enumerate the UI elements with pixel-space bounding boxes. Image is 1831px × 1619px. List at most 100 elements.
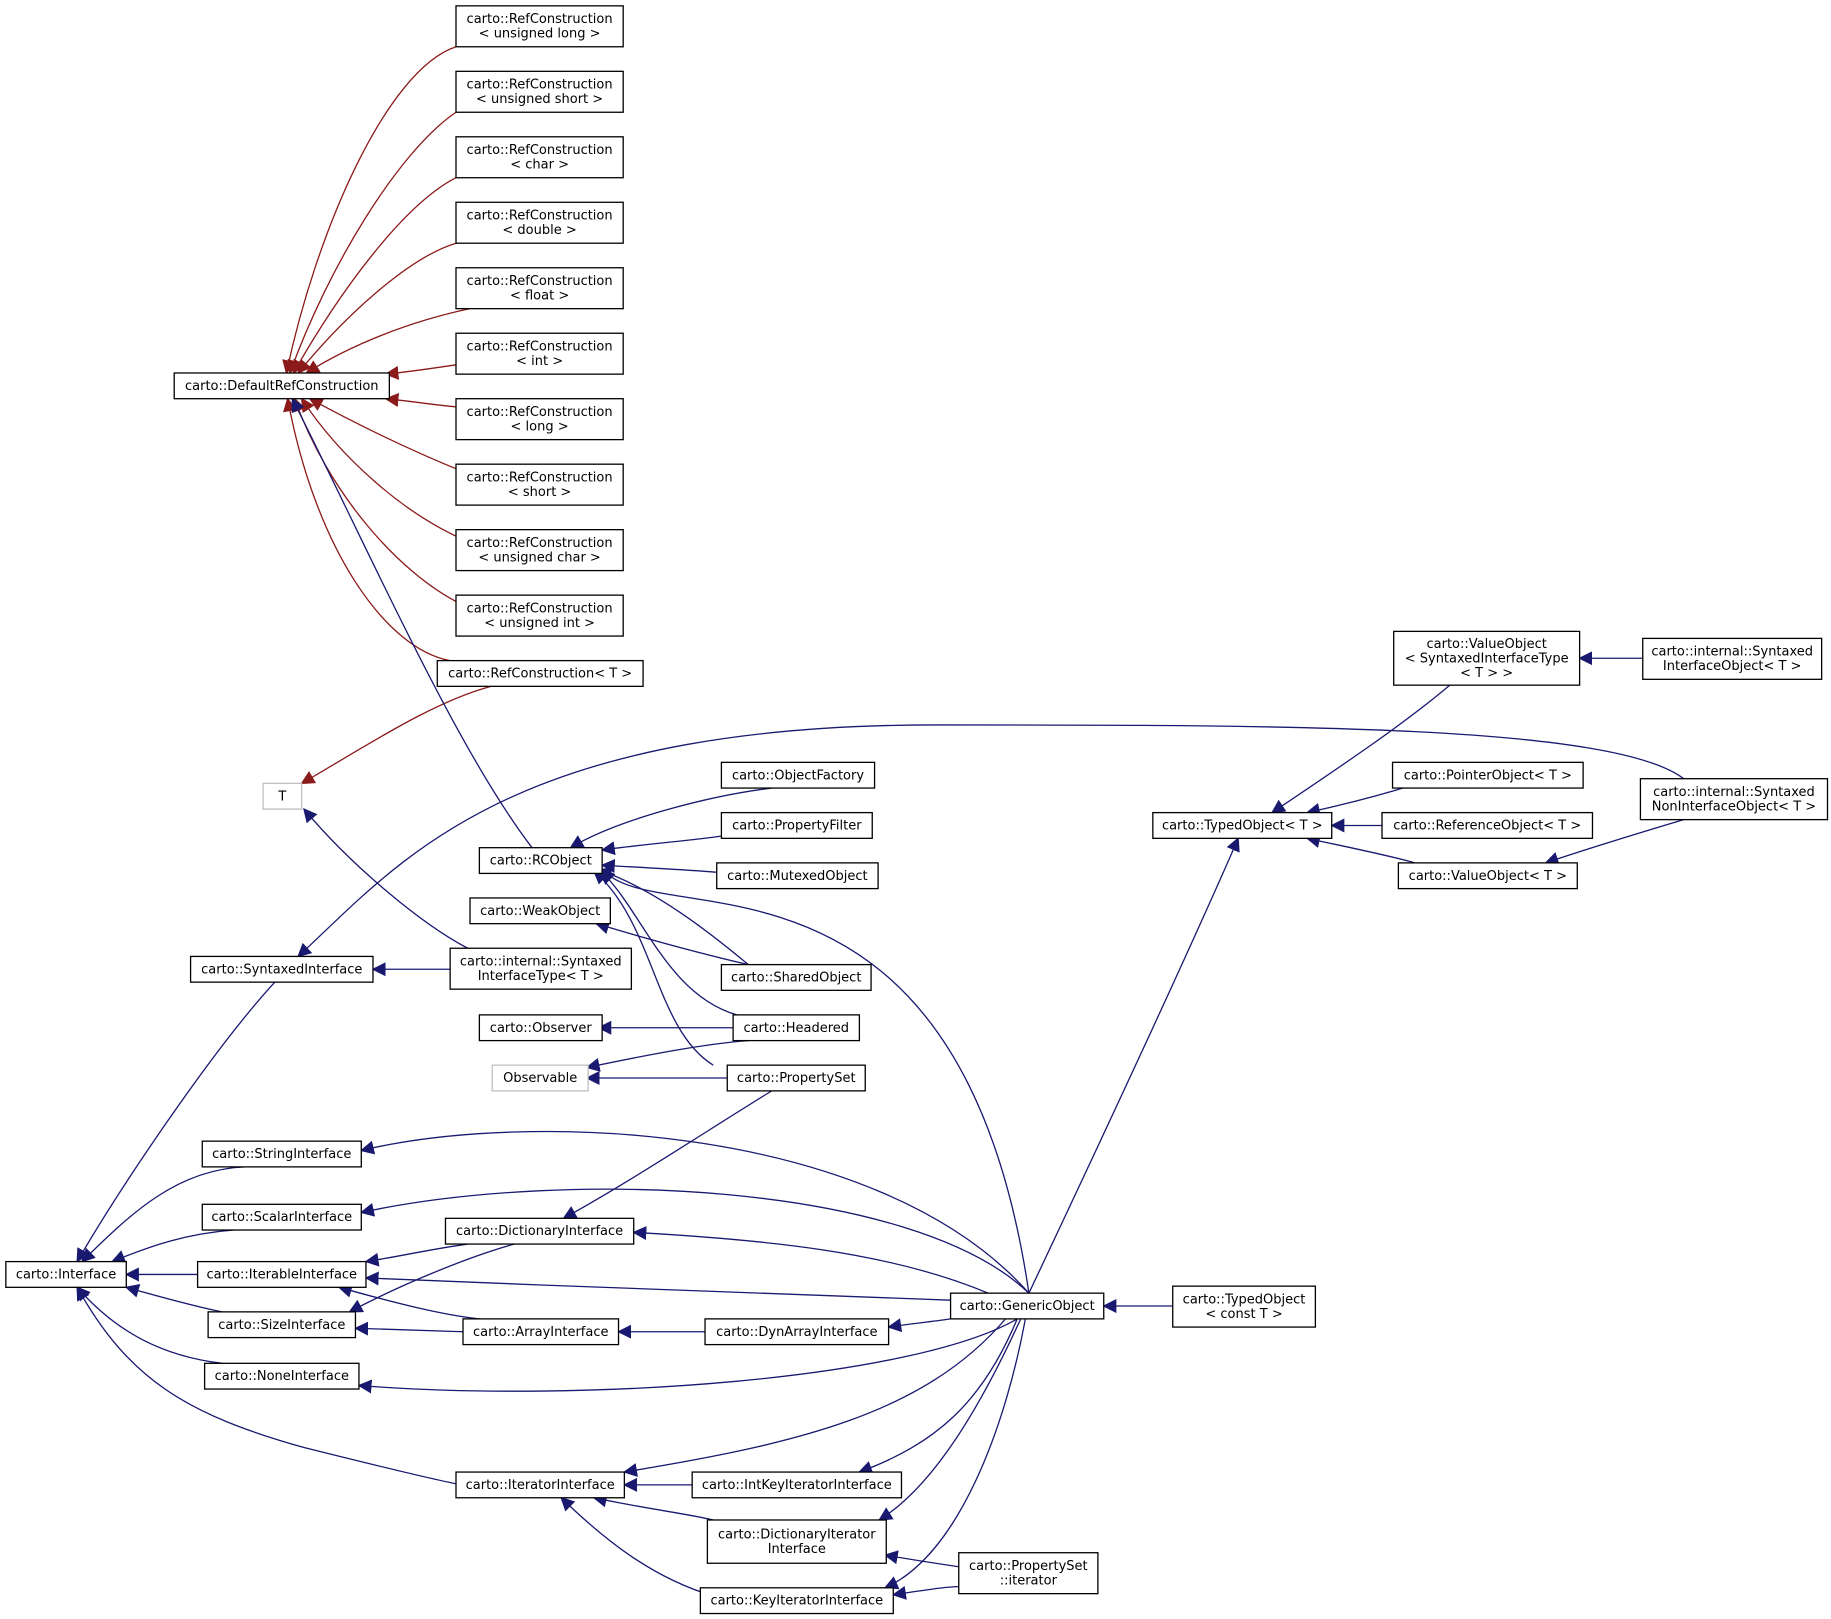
class-node-rc-ushort[interactable]: carto::RefConstruction< unsigned short > (455, 70, 624, 113)
class-node-rc-uint[interactable]: carto::RefConstruction< unsigned int > (455, 594, 624, 637)
class-node-ptrobj[interactable]: carto::PointerObject< T > (1391, 761, 1584, 789)
class-node-observable[interactable]: Observable (491, 1064, 589, 1092)
class-box (444, 1217, 635, 1245)
class-box (455, 136, 624, 179)
class-node-scalintf[interactable]: carto::ScalarInterface (201, 1203, 362, 1231)
inheritance-edge (364, 1244, 468, 1267)
inheritance-edge (359, 1189, 1029, 1293)
class-box (1642, 637, 1823, 680)
class-node-valobj[interactable]: carto::ValueObject< T > (1397, 862, 1578, 890)
class-node-valobjsyn[interactable]: carto::ValueObject< SyntaxedInterfaceTyp… (1393, 630, 1581, 686)
class-node-iterintf[interactable]: carto::IteratorInterface (455, 1471, 626, 1499)
class-node-rc-double[interactable]: carto::RefConstruction< double > (455, 201, 624, 244)
inheritance-edge (1305, 788, 1403, 817)
class-box (455, 201, 624, 244)
class-node-intsynobj[interactable]: carto::internal::SyntaxedInterfaceObject… (1642, 637, 1823, 680)
class-node-generic[interactable]: carto::GenericObject (949, 1292, 1105, 1320)
inheritance-edge (76, 982, 275, 1263)
class-node-dictintf[interactable]: carto::DictionaryInterface (444, 1217, 635, 1245)
class-node-noneintf[interactable]: carto::NoneInterface (203, 1362, 360, 1390)
inheritance-edge (384, 365, 456, 380)
class-node-refobj[interactable]: carto::ReferenceObject< T > (1381, 811, 1594, 839)
class-node-headered[interactable]: carto::Headered (732, 1014, 861, 1042)
class-box (1393, 630, 1581, 686)
inheritance-edge (585, 1041, 748, 1072)
class-node-rc-uchar[interactable]: carto::RefConstruction< unsigned char > (455, 529, 624, 572)
inheritance-edge (592, 870, 713, 1065)
class-node-sizeintf[interactable]: carto::SizeInterface (207, 1311, 357, 1339)
class-box (469, 897, 611, 925)
class-label: carto::IteratorInterface (466, 1478, 615, 1493)
inheritance-edge (858, 1319, 1017, 1475)
class-label: < char > (510, 158, 569, 173)
inheritance-edge (297, 725, 1684, 958)
class-label: carto::RCObject (490, 854, 592, 869)
class-node-propsetiter[interactable]: carto::PropertySet::iterator (958, 1552, 1099, 1595)
class-box (720, 811, 873, 839)
class-box (706, 1519, 887, 1564)
class-node-propset[interactable]: carto::PropertySet (726, 1064, 866, 1092)
class-label: NonInterfaceObject< T > (1652, 799, 1816, 814)
inheritance-edge (283, 397, 451, 661)
class-node-objfactory[interactable]: carto::ObjectFactory (720, 761, 876, 789)
class-node-arrayintf[interactable]: carto::ArrayInterface (462, 1318, 620, 1346)
class-label: < T > > (1460, 666, 1513, 681)
inheritance-edge (364, 1271, 951, 1300)
class-label: carto::RefConstruction (467, 601, 613, 616)
class-node-sharedobj[interactable]: carto::SharedObject (720, 963, 872, 991)
class-box (1152, 811, 1333, 839)
class-node-rc-short[interactable]: carto::RefConstruction< short > (455, 463, 624, 506)
class-label: T (277, 789, 286, 804)
inheritance-edge (300, 686, 491, 785)
class-node-rc-T[interactable]: carto::RefConstruction< T > (436, 659, 644, 687)
class-node-mutexed[interactable]: carto::MutexedObject (716, 862, 879, 890)
class-box (196, 1260, 367, 1288)
class-node-typedconst[interactable]: carto::TypedObject< const T > (1172, 1285, 1317, 1328)
class-label: < float > (510, 289, 569, 304)
class-label: carto::KeyIteratorInterface (710, 1594, 883, 1609)
class-box (455, 70, 624, 113)
class-node-strintf[interactable]: carto::StringInterface (201, 1140, 362, 1168)
class-label: carto::DynArrayInterface (716, 1325, 877, 1340)
class-label: Observable (503, 1071, 577, 1086)
class-node-iterable[interactable]: carto::IterableInterface (196, 1260, 367, 1288)
class-node-T[interactable]: T (262, 782, 303, 810)
class-node-dynarr[interactable]: carto::DynArrayInterface (704, 1318, 890, 1346)
class-label: carto::TypedObject< T > (1162, 819, 1323, 834)
class-label: < unsigned long > (479, 27, 601, 42)
class-node-intsyn[interactable]: carto::internal::SyntaxedInterfaceType< … (449, 947, 633, 990)
class-node-interface[interactable]: carto::Interface (5, 1260, 127, 1288)
class-label: carto::DictionaryIterator (718, 1527, 876, 1542)
class-node-intsynnon[interactable]: carto::internal::SyntaxedNonInterfaceObj… (1639, 778, 1829, 821)
class-box (720, 963, 872, 991)
class-box (691, 1471, 903, 1499)
class-label: carto::internal::Syntaxed (1653, 785, 1815, 800)
class-node-rcobject[interactable]: carto::RCObject (478, 847, 603, 875)
class-node-keyiter[interactable]: carto::KeyIteratorInterface (699, 1587, 894, 1615)
class-label: carto::ScalarInterface (211, 1210, 352, 1225)
class-node-rc-ulong[interactable]: carto::RefConstruction< unsigned long > (455, 5, 624, 48)
class-node-typedobj[interactable]: carto::TypedObject< T > (1152, 811, 1333, 839)
class-node-weakobj[interactable]: carto::WeakObject (469, 897, 611, 925)
class-node-rc-float[interactable]: carto::RefConstruction< float > (455, 267, 624, 310)
class-node-rc-long[interactable]: carto::RefConstruction< long > (455, 398, 624, 441)
class-box (455, 332, 624, 375)
class-node-synintf[interactable]: carto::SyntaxedInterface (189, 955, 374, 983)
inheritance-edge (622, 1319, 1005, 1477)
inheritance-edge (632, 1226, 988, 1293)
class-node-observer[interactable]: carto::Observer (478, 1014, 603, 1042)
inheritance-edge (569, 788, 772, 849)
inheritance-edge (1029, 837, 1240, 1293)
class-node-rc-int[interactable]: carto::RefConstruction< int > (455, 332, 624, 375)
class-box (478, 1014, 603, 1042)
class-box (491, 1064, 589, 1092)
class-node-propfilter[interactable]: carto::PropertyFilter (720, 811, 873, 839)
class-node-rc-char[interactable]: carto::RefConstruction< char > (455, 136, 624, 179)
class-node-intkeyiter[interactable]: carto::IntKeyIteratorInterface (691, 1471, 903, 1499)
class-label: carto::ObjectFactory (732, 768, 864, 783)
inheritance-edge (110, 1230, 234, 1264)
class-box (716, 862, 879, 890)
class-node-defrefc[interactable]: carto::DefaultRefConstruction (173, 372, 391, 400)
class-label: carto::PropertySet (969, 1559, 1088, 1574)
